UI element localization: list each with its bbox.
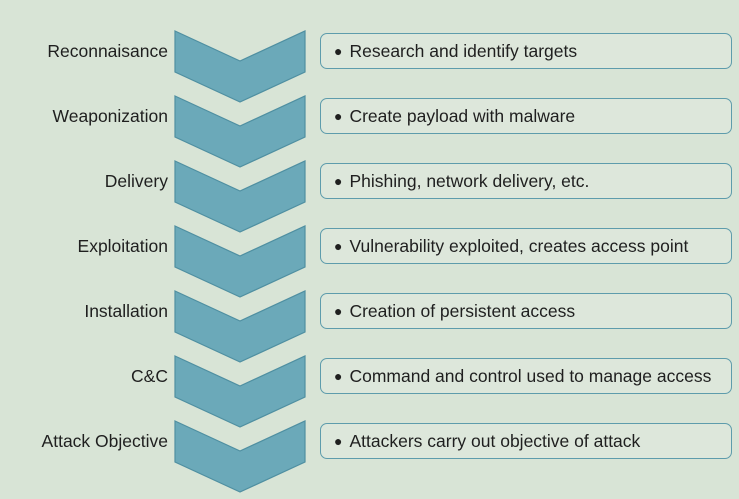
stage-label: Attack Objective [41, 431, 168, 451]
stage-label: Weaponization [52, 106, 168, 126]
chevron-4 [174, 225, 306, 298]
stage-label: Installation [84, 301, 168, 321]
stage-description-box: ● Create payload with malware [320, 98, 732, 134]
chevron-2 [174, 95, 306, 168]
stage-description: Research and identify targets [349, 40, 578, 61]
stage-description: Vulnerability exploited, creates access … [349, 235, 689, 256]
bullet-icon: ● [334, 43, 343, 59]
bullet-icon: ● [334, 368, 343, 384]
stage-description-box: ● Attackers carry out objective of attack [320, 423, 732, 459]
chevron-1 [174, 30, 306, 103]
stage-label: Exploitation [77, 236, 168, 256]
stage-description-box: ● Command and control used to manage acce… [320, 358, 732, 394]
stage-description: Creation of persistent access [349, 300, 576, 321]
bullet-icon: ● [334, 173, 343, 189]
stage-description-box: ● Phishing, network delivery, etc. [320, 163, 732, 199]
chevron-5 [174, 290, 306, 363]
stage-description-box: ● Creation of persistent access [320, 293, 732, 329]
chevron-3 [174, 160, 306, 233]
bullet-icon: ● [334, 238, 343, 254]
bullet-icon: ● [334, 433, 343, 449]
stage-description: Phishing, network delivery, etc. [349, 170, 590, 191]
bullet-icon: ● [334, 303, 343, 319]
chevron-7 [174, 420, 306, 493]
stage-label: C&C [131, 366, 168, 386]
stage-description: Create payload with malware [349, 105, 576, 126]
stage-label: Reconnaisance [47, 41, 168, 61]
bullet-icon: ● [334, 108, 343, 124]
chevron-6 [174, 355, 306, 428]
stage-description: Command and control used to manage acces… [349, 365, 712, 386]
stage-description-box: ● Vulnerability exploited, creates access… [320, 228, 732, 264]
stage-description: Attackers carry out objective of attack [349, 430, 641, 451]
stage-label: Delivery [104, 171, 168, 191]
stage-description-box: ● Research and identify targets [320, 33, 732, 69]
